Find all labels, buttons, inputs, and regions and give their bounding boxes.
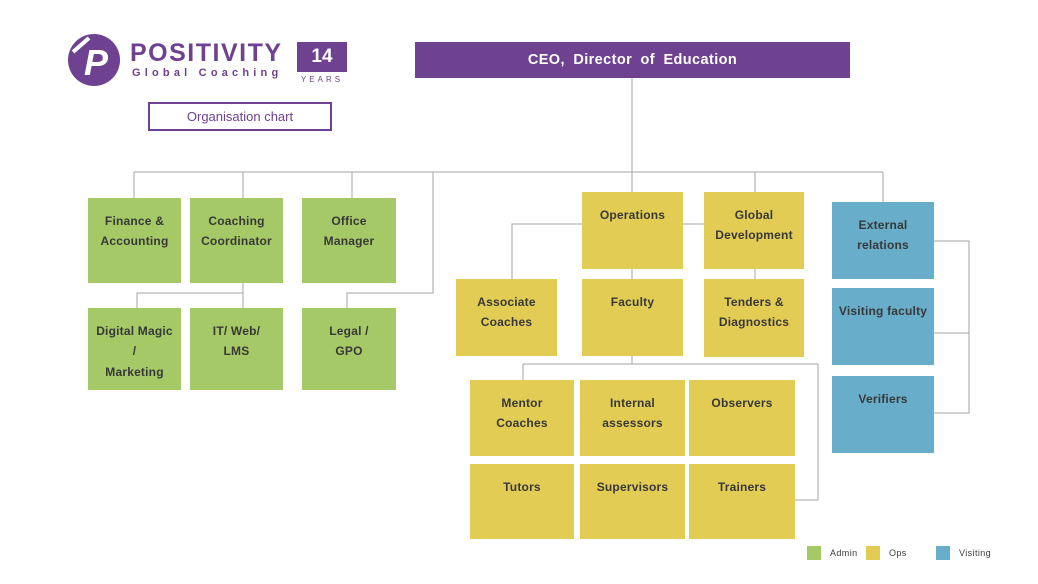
org-node-finance: Finance & Accounting bbox=[88, 198, 181, 283]
org-node-tenders: Tenders & Diagnostics bbox=[704, 279, 804, 357]
legend-swatch-admin bbox=[807, 546, 821, 560]
svg-text:P: P bbox=[84, 42, 109, 83]
legend-item-visiting: Visiting bbox=[936, 546, 991, 560]
org-node-supervisors: Supervisors bbox=[580, 464, 685, 539]
org-node-verifiers: Verifiers bbox=[832, 376, 934, 453]
org-node-observers: Observers bbox=[689, 380, 795, 456]
years-label: YEARS bbox=[300, 75, 344, 84]
org-node-office: Office Manager bbox=[302, 198, 396, 283]
connector-coaching-children bbox=[136, 283, 244, 308]
legend-item-ops: Ops bbox=[866, 546, 907, 560]
legend-swatch-ops bbox=[866, 546, 880, 560]
page-title: Organisation chart bbox=[148, 102, 332, 131]
org-node-internal: Internal assessors bbox=[580, 380, 685, 456]
org-node-digital: Digital Magic / Marketing bbox=[88, 308, 181, 390]
org-node-globaldev: Global Development bbox=[704, 192, 804, 269]
positivity-logo-icon: P bbox=[68, 34, 120, 86]
legend-item-admin: Admin bbox=[807, 546, 858, 560]
brand-tagline: Global Coaching bbox=[132, 67, 283, 79]
legend-label-visiting: Visiting bbox=[959, 548, 992, 558]
org-node-mentor: Mentor Coaches bbox=[470, 380, 574, 456]
org-node-itweb: IT/ Web/ LMS bbox=[190, 308, 283, 390]
org-node-external: External relations bbox=[832, 202, 934, 279]
connector-external-children bbox=[934, 240, 970, 414]
org-node-legal: Legal / GPO bbox=[302, 308, 396, 390]
org-node-faculty: Faculty bbox=[582, 279, 683, 356]
org-node-visiting-faculty: Visiting faculty bbox=[832, 288, 934, 365]
org-node-tutors: Tutors bbox=[470, 464, 574, 539]
org-node-ceo: CEO, Director of Education bbox=[415, 42, 850, 78]
legend-swatch-visiting bbox=[936, 546, 950, 560]
brand-name: POSITIVITY bbox=[130, 39, 283, 67]
legend-label-admin: Admin bbox=[830, 548, 858, 558]
years-badge: 14 bbox=[297, 42, 347, 72]
org-node-operations: Operations bbox=[582, 192, 683, 269]
org-node-coaching: Coaching Coordinator bbox=[190, 198, 283, 283]
org-node-trainers: Trainers bbox=[689, 464, 795, 539]
org-node-associate: Associate Coaches bbox=[456, 279, 557, 356]
legend-label-ops: Ops bbox=[889, 548, 907, 558]
